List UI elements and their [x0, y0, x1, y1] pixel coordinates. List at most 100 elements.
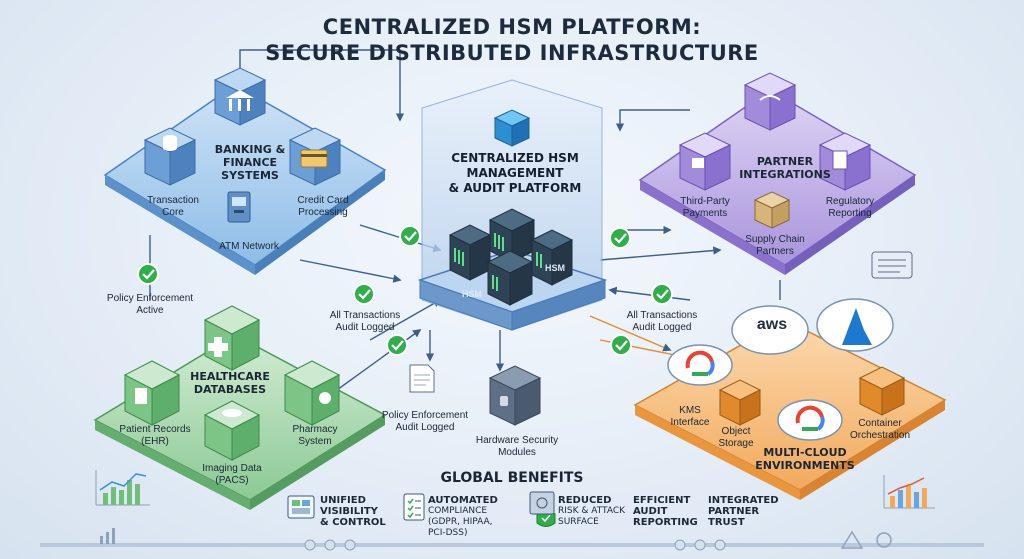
benefit-integrated-trust: INTEGRATED PARTNER TRUST: [708, 495, 779, 528]
medical-cross-icon: [203, 305, 261, 371]
transaction-line-2: Core: [162, 207, 184, 218]
credit-line-2: Processing: [298, 207, 348, 218]
center-platform-title: CENTRALIZED HSM MANAGEMENT & AUDIT PLATF…: [420, 151, 610, 196]
policy-active-line-1: Policy Enforcement: [106, 293, 194, 304]
policy-active-line-2: Active: [136, 305, 164, 316]
global-benefits-heading: GLOBAL BENEFITS: [440, 470, 584, 486]
regulatory-reporting-label: Regulatory Reporting: [810, 196, 890, 220]
audit-logged-left-label: All Transactions Audit Logged: [315, 310, 415, 334]
patient-records-label: Patient Records (EHR): [110, 424, 200, 448]
object-storage-label: Object Storage: [706, 426, 766, 450]
patient-record-icon: [123, 360, 181, 426]
healthcare-title-2: DATABASES: [193, 383, 267, 396]
title-line-1: CENTRALIZED HSM PLATFORM:: [322, 15, 702, 39]
payments-line-1: Third-Party: [680, 196, 730, 207]
safe-icon: [529, 491, 555, 515]
partner-platform: [638, 72, 917, 275]
check-icon: [609, 227, 631, 249]
cloud-title-1: MULTI-CLOUD: [763, 446, 847, 459]
banking-title-2: FINANCE: [222, 156, 278, 169]
container-icon: [858, 366, 906, 416]
banking-title: BANKING & FINANCE SYSTEMS: [205, 143, 295, 182]
aws-logo-text: aws: [756, 316, 788, 333]
handshake-icon: [743, 72, 797, 131]
center-title-line-3: & AUDIT PLATFORM: [448, 181, 582, 195]
object-line-2: Storage: [718, 438, 754, 449]
check-icon: [353, 283, 375, 305]
imaging-icon: [203, 400, 261, 461]
benefit-1-line-2: VISIBILITY: [320, 506, 378, 517]
check-icon: [399, 225, 421, 247]
check-icon: [651, 283, 673, 305]
check-icon: [386, 334, 408, 356]
healthcare-title: HEALTHCARE DATABASES: [180, 370, 280, 396]
kms-line-2: Interface: [670, 417, 710, 428]
benefit-2-line-3: (GDPR, HIPAA,: [428, 517, 493, 527]
hardware-line-1: Hardware Security: [475, 435, 559, 446]
benefit-4-line-2: AUDIT: [633, 506, 668, 517]
benefit-5-line-2: PARTNER: [708, 506, 760, 517]
partner-title-2: INTEGRATIONS: [739, 168, 831, 181]
cloud-title: MULTI-CLOUD ENVIRONMENTS: [745, 446, 865, 472]
benefit-3-line-1: REDUCED: [558, 495, 612, 506]
credit-card-icon: [288, 127, 342, 186]
mini-chart-icon-left: [95, 470, 150, 506]
object-storage-icon: [718, 379, 762, 426]
bank-icon: [213, 67, 267, 126]
benefit-reduced-risk: REDUCED RISK & ATTACK SURFACE: [558, 495, 625, 528]
gcp-cloud-icon: [667, 344, 733, 386]
regulatory-line-2: Reporting: [828, 208, 872, 219]
payments-line-2: Payments: [682, 208, 728, 219]
supply-line-2: Partners: [756, 246, 794, 257]
third-party-payments-label: Third-Party Payments: [665, 196, 745, 220]
policy-enforcement-active-label: Policy Enforcement Active: [90, 293, 210, 317]
records-line-2: (EHR): [141, 436, 169, 447]
center-title-line-1: CENTRALIZED HSM: [451, 151, 579, 165]
pharmacy-icon: [283, 360, 341, 426]
bottom-bar: [40, 539, 984, 551]
benefit-1-line-3: & CONTROL: [320, 517, 386, 528]
hsm-tag-right: HSM: [545, 263, 565, 273]
partner-title: PARTNER INTEGRATIONS: [730, 155, 840, 181]
banking-platform: [103, 67, 387, 275]
audit-left-line-1: All Transactions: [329, 310, 401, 321]
hardware-vault-icon: [488, 365, 542, 426]
center-hsm-platform: [417, 79, 608, 331]
pharmacy-line-1: Pharmacy: [292, 424, 338, 435]
atm-icon: [227, 191, 251, 223]
container-line-1: Container: [858, 418, 902, 429]
imaging-line-1: Imaging Data: [202, 463, 262, 474]
check-icon: [610, 334, 632, 356]
partner-title-1: PARTNER: [756, 155, 814, 168]
message-bubble-icon: [871, 251, 913, 279]
benefit-1-line-1: UNIFIED: [320, 495, 366, 506]
supply-chain-label: Supply Chain Partners: [735, 234, 815, 258]
hardware-security-modules-label: Hardware Security Modules: [462, 435, 572, 459]
healthcare-title-1: HEALTHCARE: [190, 370, 270, 383]
benefit-3-line-3: SURFACE: [558, 517, 599, 527]
left-bars-icon: [100, 528, 115, 544]
supply-box-icon: [753, 191, 791, 229]
healthcare-platform: [93, 305, 387, 510]
imaging-line-2: (PACS): [215, 475, 249, 486]
transaction-line-1: Transaction: [147, 195, 199, 206]
center-title-line-2: MANAGEMENT: [466, 166, 564, 180]
azure-cloud-icon: [816, 298, 894, 352]
hsm-core-cube-icon: [493, 109, 531, 147]
title-line-2: SECURE DISTRIBUTED INFRASTRUCTURE: [265, 41, 759, 65]
hardware-line-2: Modules: [498, 447, 536, 458]
credit-line-1: Credit Card: [297, 195, 349, 206]
benefit-2-line-4: PCI-DSS): [428, 528, 468, 538]
atm-network-label: ATM Network: [219, 241, 279, 252]
policy-logged-line-1: Policy Enforcement: [381, 410, 469, 421]
benefit-automated-compliance: AUTOMATED COMPLIANCE (GDPR, HIPAA, PCI-D…: [428, 495, 498, 539]
imaging-label: Imaging Data (PACS): [192, 463, 272, 487]
circle-icon: [876, 532, 892, 548]
container-line-2: Orchestration: [849, 430, 911, 441]
pharmacy-label: Pharmacy System: [275, 424, 355, 448]
records-line-1: Patient Records: [119, 424, 191, 435]
kms-line-1: KMS: [679, 405, 701, 416]
page-title: CENTRALIZED HSM PLATFORM: SECURE DISTRIB…: [0, 14, 1024, 66]
benefit-3-line-2: RISK & ATTACK: [558, 506, 626, 516]
